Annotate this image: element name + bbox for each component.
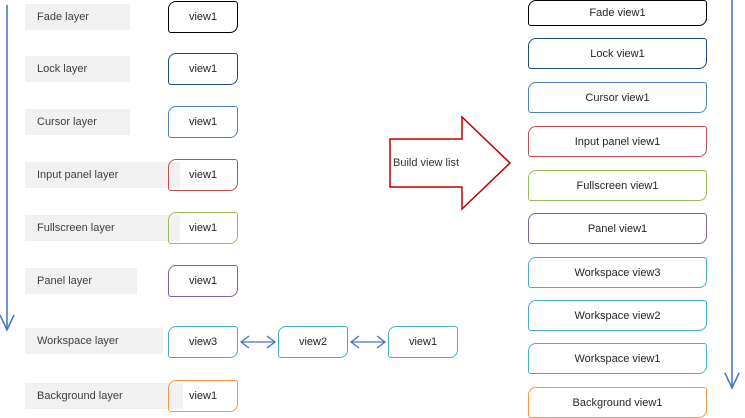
input-panel-view1-box: view1 — [168, 159, 238, 191]
view-list-item-background: Background view1 — [528, 387, 707, 418]
view-list-item-workspace2: Workspace view2 — [528, 300, 707, 331]
build-view-list-label: Build view list — [392, 157, 460, 169]
layer-label-fade: Fade layer — [25, 4, 130, 30]
view-list-item-lock: Lock view1 — [528, 38, 707, 69]
layer-label-input-panel: Input panel layer — [25, 162, 180, 188]
double-arrow-view3-view2 — [239, 335, 277, 349]
layer-label-cursor: Cursor layer — [25, 109, 130, 135]
panel-view1-box: view1 — [168, 265, 238, 297]
double-arrow-view2-view1 — [349, 335, 387, 349]
background-view1-box: view1 — [168, 380, 238, 412]
layer-label-background: Background layer — [25, 383, 183, 409]
workspace-view3-box: view3 — [168, 326, 238, 358]
view-list-item-workspace1: Workspace view1 — [528, 343, 707, 374]
lock-view1-box: view1 — [168, 53, 238, 85]
right-zorder-arrow — [724, 0, 740, 390]
fade-view1-box: view1 — [168, 1, 238, 33]
layer-label-panel: Panel layer — [25, 268, 137, 294]
view-list-item-workspace3: Workspace view3 — [528, 257, 707, 288]
view-list-item-cursor: Cursor view1 — [528, 82, 707, 113]
view-list-item-fade: Fade view1 — [528, 0, 707, 26]
layer-label-lock: Lock layer — [25, 56, 130, 82]
cursor-view1-box: view1 — [168, 106, 238, 138]
view-list-item-panel: Panel view1 — [528, 213, 707, 244]
left-zorder-arrow — [0, 5, 15, 332]
workspace-view1-box: view1 — [388, 326, 458, 358]
layer-label-fullscreen: Fullscreen layer — [25, 215, 180, 241]
layer-label-workspace: Workspace layer — [25, 328, 163, 354]
view-list-item-input-panel: Input panel view1 — [528, 126, 707, 157]
fullscreen-view1-box: view1 — [168, 212, 238, 244]
workspace-view2-box: view2 — [278, 326, 348, 358]
view-list-item-fullscreen: Fullscreen view1 — [528, 170, 707, 201]
